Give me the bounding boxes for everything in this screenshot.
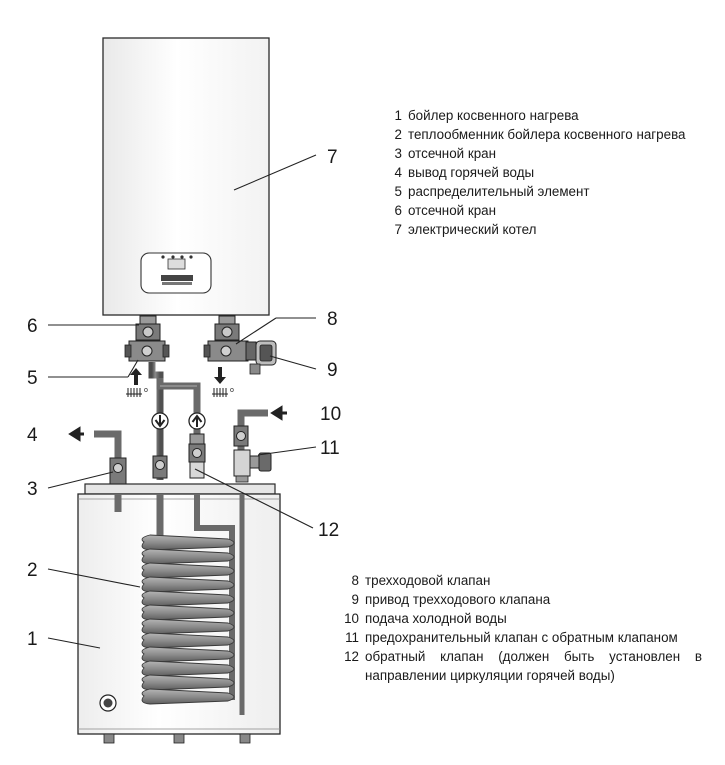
callout-4: 4	[27, 425, 38, 446]
distributor-left: o	[124, 340, 170, 397]
callout-7: 7	[327, 147, 338, 168]
callout-6: 6	[27, 316, 38, 337]
legend-text: привод трехходового клапана	[365, 592, 551, 607]
flow-arrow-up	[188, 412, 206, 430]
coil-turn	[141, 562, 235, 579]
legend-item: 10 подача холодной воды	[342, 609, 702, 628]
legend-item: 3 отсечной кран	[392, 144, 712, 163]
callout-3: 3	[27, 479, 38, 500]
legend-number: 2	[394, 127, 402, 142]
radiator-icon-left	[126, 388, 142, 397]
legend-text: отсечной кран	[408, 203, 496, 218]
callout-numbers: 7 6 8 5 9 4 10 11 3 12 2 1	[27, 147, 341, 650]
legend-item: 12 обратный клапан (должен быть установле…	[342, 647, 702, 685]
callout-10: 10	[320, 404, 341, 425]
coil-turn	[141, 534, 235, 551]
coil-turn	[141, 632, 235, 649]
legend-bottom: 8 трехходовой клапан 9 привод трехходового…	[342, 571, 702, 685]
legend-item: 5 распределительный элемент	[392, 182, 712, 201]
legend-number: 3	[394, 146, 402, 161]
legend-number: 12	[344, 649, 359, 664]
legend-text: обратный клапан (должен быть установлен …	[365, 649, 702, 683]
legend-number: 4	[394, 165, 402, 180]
coil-turn	[141, 548, 235, 565]
legend-item: 6 отсечной кран	[392, 201, 712, 220]
shutoff-valve-left	[135, 315, 161, 341]
hot-water-arrow	[68, 426, 84, 442]
callout-8: 8	[327, 309, 338, 330]
coil-turn	[141, 660, 235, 677]
coil-turn	[141, 618, 235, 635]
legend-item: 9 привод трехходового клапана	[342, 590, 702, 609]
legend-text: предохранительный клапан с обратным клап…	[365, 630, 678, 645]
legend-text: бойлер косвенного нагрева	[408, 108, 579, 123]
legend-text: трехходовой клапан	[365, 573, 491, 588]
coil-turn	[141, 604, 235, 621]
legend-text: теплообменник бойлера косвенного нагрева	[408, 127, 686, 142]
electric-boiler	[102, 37, 270, 316]
legend-number: 11	[345, 630, 359, 645]
radiator-icon-right	[212, 388, 228, 397]
legend-text: электрический котел	[408, 222, 537, 237]
legend-text: вывод горячей воды	[408, 165, 535, 180]
callout-5: 5	[27, 368, 38, 389]
coil-turn	[141, 674, 235, 691]
legend-number: 5	[394, 184, 402, 199]
legend-item: 11 предохранительный клапан с обратным кл…	[342, 628, 702, 647]
legend-item: 7 электрический котел	[392, 220, 712, 239]
legend-text: отсечной кран	[408, 146, 496, 161]
cold-water-shutoff	[233, 425, 249, 447]
legend-text: подача холодной воды	[365, 611, 507, 626]
thermometer-icon	[99, 694, 117, 712]
legend-top: 1 бойлер косвенного нагрева 2 теплообменни…	[392, 106, 712, 239]
callout-2: 2	[27, 560, 38, 581]
flow-arrow-down	[151, 412, 169, 430]
check-valve	[188, 433, 206, 479]
callout-1: 1	[27, 629, 38, 650]
legend-number: 1	[394, 108, 402, 123]
coil-turn	[141, 688, 235, 705]
svg-text:o: o	[230, 387, 234, 394]
three-way-valve: o	[203, 340, 257, 397]
legend-number: 8	[351, 573, 359, 588]
legend-item: 4 вывод горячей воды	[392, 163, 712, 182]
coil-turn	[141, 590, 235, 607]
callout-12: 12	[318, 520, 339, 541]
legend-number: 7	[394, 222, 402, 237]
legend-item: 1 бойлер косвенного нагрева	[392, 106, 712, 125]
shutoff-valve-right	[214, 315, 240, 341]
legend-text: распределительный элемент	[408, 184, 590, 199]
valve-actuator	[249, 340, 277, 375]
coil-turn	[141, 576, 235, 593]
legend-number: 6	[394, 203, 402, 218]
svg-text:o: o	[144, 387, 148, 394]
legend-number: 10	[344, 611, 359, 626]
coil-turn	[141, 646, 235, 663]
coil-shutoff-valve	[152, 455, 168, 479]
safety-valve	[233, 449, 272, 483]
legend-number: 9	[351, 592, 359, 607]
legend-item: 2 теплообменник бойлера косвенного нагрев…	[392, 125, 712, 144]
legend-item: 8 трехходовой клапан	[342, 571, 702, 590]
control-panel	[140, 252, 212, 294]
heat-exchanger-coil	[114, 494, 245, 715]
leader-lines	[47, 154, 317, 649]
callout-11: 11	[320, 438, 340, 459]
cold-water-arrow	[270, 405, 287, 421]
callout-9: 9	[327, 360, 338, 381]
